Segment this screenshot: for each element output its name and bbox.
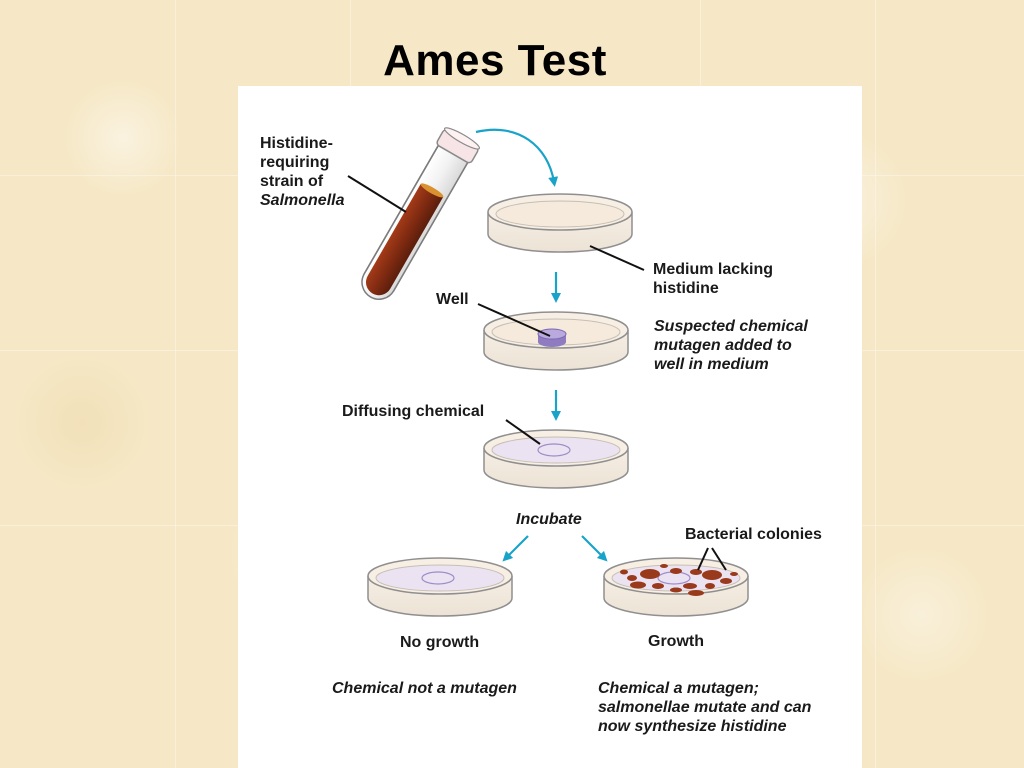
label-bacterial-colonies: Bacterial colonies: [685, 526, 822, 543]
label-growth: Growth: [648, 633, 704, 650]
arrow-left: [502, 535, 529, 562]
label-suspected-line: mutagen added to: [654, 337, 792, 354]
test-tube: [361, 127, 481, 300]
background-seam: [875, 0, 876, 768]
label-strain-line: strain of: [260, 173, 324, 190]
label-well: Well: [436, 291, 469, 308]
label-medium-line: histidine: [653, 280, 719, 297]
well: [537, 328, 567, 347]
curved-arrow: [475, 128, 559, 187]
label-strain: Histidine- requiring strain of Salmonell…: [260, 134, 344, 210]
label-medium-line: Medium lacking: [653, 261, 774, 278]
background-seam: [175, 0, 176, 768]
petri-dish-no-growth: [367, 557, 513, 617]
diagram-panel: Histidine- requiring strain of Salmonell…: [238, 86, 862, 768]
label-mutagen-line: now synthesize histidine: [598, 718, 787, 735]
label-suspected-line: Suspected chemical: [654, 318, 808, 335]
label-strain-line: Histidine-: [260, 135, 333, 152]
petri-dish-well: [483, 311, 629, 371]
label-no-growth: No growth: [400, 634, 480, 651]
petri-dish-diffusing: [483, 429, 629, 489]
arrow-right: [581, 535, 608, 562]
label-mutagen-line: Chemical a mutagen;: [598, 680, 759, 697]
culture-liquid: [366, 183, 444, 296]
slide-title: Ames Test: [383, 36, 607, 85]
label-suspected-line: well in medium: [654, 356, 769, 373]
leader-lines: [347, 175, 727, 571]
label-not-mutagen: Chemical not a mutagen: [332, 680, 517, 697]
petri-dish-medium: [487, 193, 633, 253]
petri-dish-growth: [603, 557, 749, 617]
label-mutagen-line: salmonellae mutate and can: [598, 699, 812, 716]
label-diffusing: Diffusing chemical: [342, 403, 485, 420]
label-strain-line: requiring: [260, 154, 330, 171]
bacterial-colonies: [620, 564, 738, 596]
label-strain-organism: Salmonella: [260, 192, 345, 209]
ames-test-diagram: [347, 127, 749, 617]
label-mutagen: Chemical a mutagen; salmonellae mutate a…: [598, 679, 811, 736]
label-medium: Medium lacking histidine: [653, 260, 773, 298]
label-incubate: Incubate: [516, 511, 582, 528]
label-suspected-mutagen: Suspected chemical mutagen added to well…: [654, 317, 808, 374]
